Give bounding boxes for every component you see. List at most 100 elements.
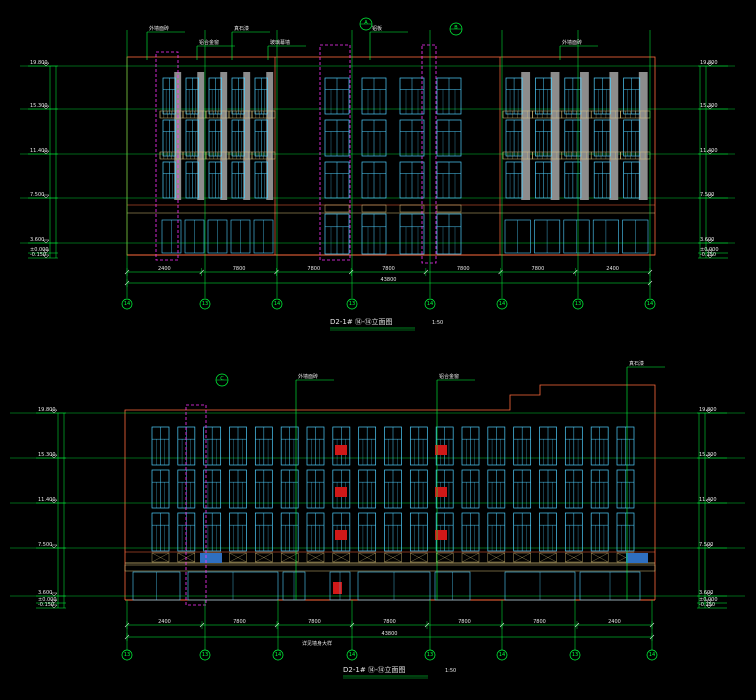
level-triangle: [706, 239, 714, 244]
grille: [384, 552, 402, 563]
axis-label: 14: [349, 652, 355, 658]
axis-bubble: 14: [496, 649, 508, 661]
level-label: -0.150: [700, 252, 716, 258]
axis-label: 14: [274, 301, 280, 307]
upper-window: [229, 426, 247, 466]
level-triangle: [706, 150, 714, 155]
level-label: ±0.000: [700, 247, 719, 253]
level-label: 7.500: [38, 542, 52, 548]
wing-window: [254, 119, 268, 157]
wing-window: [505, 77, 523, 115]
dimension-label: 7800: [383, 619, 396, 625]
section-label: A: [364, 20, 368, 26]
axis-bubble: 13: [424, 649, 436, 661]
level-label: 11.400: [699, 497, 717, 503]
grille-diagonal: [332, 552, 350, 563]
level-mark: 19.800: [698, 60, 728, 67]
center-window: [324, 161, 350, 199]
callout-text: 外墙面砖: [149, 25, 169, 32]
upper-window: [461, 512, 480, 552]
grille: [151, 552, 170, 563]
level-mark: ±0.000: [697, 597, 727, 604]
section-label: B: [454, 25, 458, 31]
level-triangle: [42, 249, 50, 254]
upper-window: [564, 426, 583, 466]
center-door: [399, 213, 425, 255]
wing-window: [505, 119, 523, 157]
axis-label: 13: [572, 652, 578, 658]
level-label: ±0.000: [38, 597, 57, 603]
axis-bubble: 13: [199, 649, 211, 661]
wing-window: [231, 119, 245, 157]
axis-label: 13: [202, 652, 208, 658]
dimension-label: 7800: [233, 619, 246, 625]
dimension-label: 2400: [158, 266, 171, 272]
wing-window: [623, 161, 641, 199]
material-callout: 外墙面砖: [146, 25, 185, 60]
level-label: 3.600: [700, 237, 714, 243]
axis-label: 14: [499, 301, 505, 307]
grey-panel: [638, 72, 648, 200]
section-box: [319, 44, 351, 261]
upper-window: [487, 512, 506, 552]
upper-window: [306, 469, 325, 509]
level-stack-left: 19.800 15.300 11.400 7.500 3.600±0.000-0.150: [36, 407, 66, 609]
blue-panel: [200, 553, 222, 563]
section-box: [185, 404, 207, 606]
upper-window: [384, 426, 402, 466]
axis-bubble: 13: [572, 298, 584, 310]
dimension-label: 7800: [458, 619, 471, 625]
wing-window: [185, 119, 199, 157]
level-triangle: [42, 62, 50, 67]
level-mark: -0.150: [697, 602, 727, 609]
drawing-title-text: D2-1# ⑭-⑭立面图: [330, 317, 392, 326]
level-mark: 15.300: [698, 103, 728, 110]
upper-window: [461, 469, 480, 509]
upper-window: [254, 426, 273, 466]
section-box: [155, 51, 179, 261]
level-label: -0.150: [38, 602, 54, 608]
grille-diagonal: [591, 552, 609, 563]
material-callout: 铝合金窗: [436, 373, 475, 600]
material-callout: 真石漆: [231, 25, 270, 60]
axis-bubble: 14: [272, 649, 284, 661]
upper-window: [461, 426, 480, 466]
level-mark: 3.600: [697, 590, 727, 597]
dimension-label: 2400: [158, 619, 171, 625]
wing-window: [535, 161, 552, 199]
level-label: 19.800: [38, 407, 56, 413]
dimension-label: 7800: [382, 266, 395, 272]
grille: [410, 552, 428, 563]
dimension-label: 43800: [381, 277, 397, 283]
upper-window: [203, 426, 222, 466]
level-label: 3.600: [38, 590, 52, 596]
material-callout: 真石漆: [626, 360, 665, 600]
section-label: C: [220, 376, 224, 382]
callout-text: 铝合金窗: [439, 373, 459, 380]
axis-bubble: 14: [424, 298, 436, 310]
upper-window: [564, 512, 583, 552]
level-triangle: [705, 599, 713, 604]
level-label: 11.400: [38, 497, 56, 503]
wing-window: [505, 161, 523, 199]
wing-window: [254, 77, 268, 115]
grey-panel: [521, 72, 531, 200]
level-triangle: [50, 499, 58, 504]
canopy-fascia: [124, 564, 656, 572]
level-mark: 3.600: [36, 590, 66, 597]
upper-window: [590, 469, 609, 509]
level-triangle: [705, 454, 713, 459]
level-mark: 3.600: [698, 237, 728, 244]
level-mark: 15.300: [36, 452, 66, 459]
level-label: 19.800: [699, 407, 717, 413]
red-panel: [435, 487, 447, 497]
wing-window: [564, 77, 582, 115]
axis-label: 13: [349, 301, 355, 307]
center-rail: [436, 204, 462, 213]
wing-window: [208, 119, 222, 157]
level-label: -0.150: [30, 252, 46, 258]
